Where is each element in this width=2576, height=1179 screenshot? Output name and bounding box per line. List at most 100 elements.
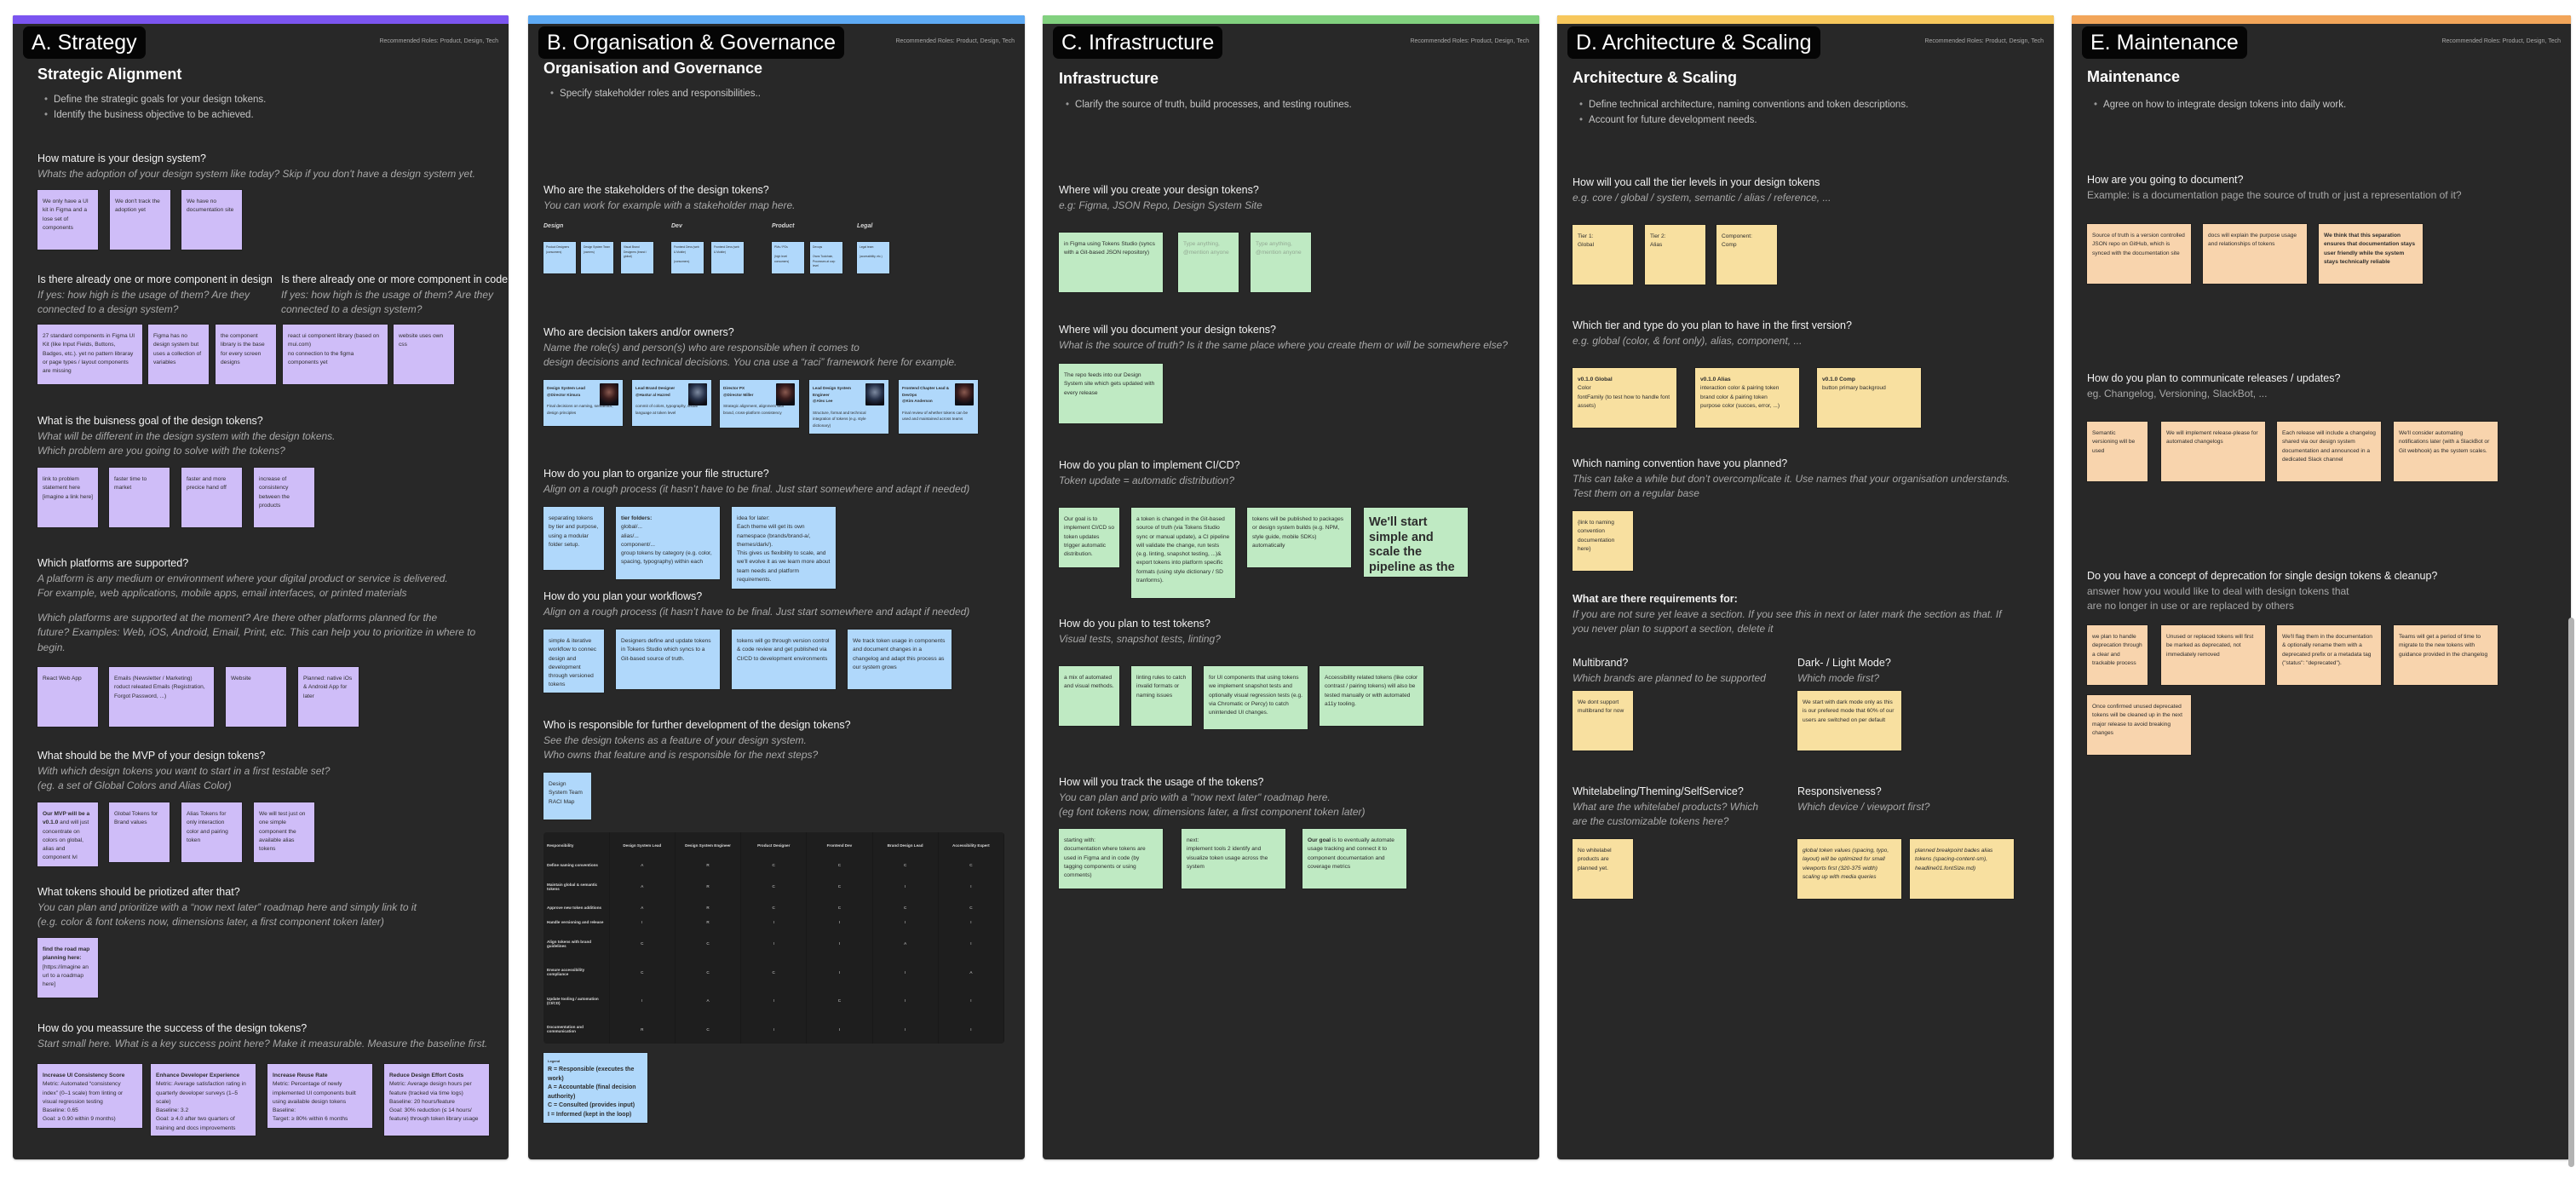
sticky-note[interactable]: We have no documentation site bbox=[181, 190, 242, 250]
sticky-note[interactable]: website uses own css bbox=[394, 325, 454, 384]
sticky-note[interactable]: Accessibility related tokens (like color… bbox=[1320, 666, 1423, 726]
sticky-note[interactable]: Global Tokens for Brand values bbox=[109, 802, 170, 862]
sticky-note[interactable]: a token is changed in the Git-based sour… bbox=[1131, 508, 1235, 598]
sticky-note[interactable]: Our MVP will be a v0.1.0 and will just c… bbox=[37, 802, 98, 866]
sticky-note[interactable]: Reduce Design Effort Costs Metric: Avera… bbox=[384, 1064, 489, 1136]
sticky-note[interactable]: the component library is the base for ev… bbox=[216, 325, 276, 384]
sticky-note[interactable]: Frontend Devs (web & Mobile) bbox=[711, 242, 744, 273]
sticky-note[interactable]: Alias Tokens for only interaction color … bbox=[181, 802, 242, 862]
question-title: Dark- / Light Mode? bbox=[1797, 657, 1891, 669]
sticky-note[interactable]: PMs / POs (high level consumers) bbox=[772, 242, 804, 273]
sticky-note[interactable]: tier folders: global/... alias/... compo… bbox=[616, 507, 720, 579]
sticky-note[interactable]: Legal team (accessibility, etc.) bbox=[857, 242, 889, 273]
sticky-note[interactable]: Planned: native iOs & Android App for la… bbox=[298, 667, 359, 727]
sticky-note[interactable]: We only have a UI kit in Figma and a los… bbox=[37, 190, 98, 250]
sticky-note[interactable]: linting rules to catch invalid formats o… bbox=[1131, 666, 1192, 726]
sticky-note[interactable]: docs will explain the purpose usage and … bbox=[2203, 224, 2307, 284]
sticky-note[interactable]: Increase Reuse Rate Metric: Percentage o… bbox=[267, 1064, 372, 1128]
sticky-note[interactable]: link to problem statement here [imagine … bbox=[37, 468, 98, 527]
question-title: How will you track the usage of the toke… bbox=[1059, 776, 1264, 788]
sticky-note[interactable]: 27 standard components in Figma UI Kit (… bbox=[37, 325, 142, 384]
sticky-note[interactable]: We start with dark mode only as this is … bbox=[1797, 691, 1901, 751]
sticky-note[interactable]: {link to naming convention documentation… bbox=[1573, 511, 1633, 571]
sticky-note[interactable]: Product Designers (consumers) bbox=[543, 242, 576, 273]
sticky-note[interactable]: Source of truth is a version controlled … bbox=[2087, 224, 2191, 284]
sticky-note[interactable]: No whitelabel products are planned yet. bbox=[1573, 839, 1633, 899]
raci-cell: C bbox=[740, 871, 808, 901]
sticky-note[interactable]: Type anything, @mention anyone bbox=[1251, 233, 1311, 292]
sticky-note[interactable]: Each release will include a changelog sh… bbox=[2277, 422, 2381, 481]
sticky-note[interactable]: Type anything, @mention anyone bbox=[1178, 233, 1239, 292]
sticky-note[interactable]: Designers define and update tokens in To… bbox=[616, 630, 720, 689]
sticky-note[interactable]: We will test just on one simple componen… bbox=[254, 802, 314, 862]
question-hint: This can take a while but don’t overcomp… bbox=[1573, 472, 2010, 485]
question-hint: are no longer in use or are replaced by … bbox=[2087, 600, 2294, 612]
sticky-note[interactable]: We'll flag them in the documentation & o… bbox=[2277, 625, 2381, 685]
sticky-note[interactable]: Enhance Developer Experience Metric: Ave… bbox=[151, 1064, 256, 1136]
sticky-note[interactable]: Once confirmed unused deprecated tokens … bbox=[2087, 695, 2191, 755]
question-title: Who is responsible for further developme… bbox=[543, 719, 851, 731]
sticky-note[interactable]: Unused or replaced tokens will first be … bbox=[2161, 625, 2265, 685]
sticky-note[interactable]: We don't track the adoption yet bbox=[110, 190, 170, 250]
sticky-note[interactable]: faster and more precice hand off bbox=[181, 468, 242, 527]
sticky-note[interactable]: increase of consistency between the prod… bbox=[254, 468, 314, 527]
sticky-note[interactable]: planned breakpoint bades alias tokens (s… bbox=[1910, 839, 2014, 899]
sticky-note[interactable]: tokens will be published to packages or … bbox=[1247, 508, 1351, 567]
sticky-note[interactable]: we plan to handle deprecation through a … bbox=[2087, 625, 2148, 685]
vertical-scrollbar[interactable] bbox=[2568, 618, 2574, 1167]
sticky-note[interactable]: in Figma using Tokens Studio (syncs with… bbox=[1059, 233, 1163, 292]
sticky-note[interactable]: v0.1.0 Global Color fontFamily (to test … bbox=[1573, 368, 1676, 428]
question-hint: You can plan and prioritize with a “now … bbox=[37, 900, 417, 913]
sticky-note[interactable]: Website bbox=[226, 667, 286, 727]
sticky-note[interactable]: We dont support multibrand for now bbox=[1573, 691, 1633, 751]
sticky-note[interactable]: We'll start simple and scale the pipelin… bbox=[1364, 508, 1468, 577]
sticky-note[interactable]: Semantic versioning will be used bbox=[2087, 422, 2148, 481]
sticky-note[interactable]: Figma has no design system but uses a co… bbox=[148, 325, 209, 384]
sticky-note[interactable]: Design System Team (owners) bbox=[581, 242, 613, 273]
sticky-note[interactable]: for UI components that using tokens we i… bbox=[1204, 666, 1308, 729]
sticky-note[interactable]: v0.1.0 Comp button primary backgroud bbox=[1817, 368, 1921, 428]
sticky-note[interactable]: Design System Team RACI Map bbox=[543, 773, 591, 820]
sticky-note[interactable]: The repo feeds into our Design System si… bbox=[1059, 364, 1163, 423]
sticky-note[interactable]: Component: Comp bbox=[1716, 225, 1777, 285]
sticky-note[interactable]: Our goal is to eventually automate usage… bbox=[1302, 829, 1406, 889]
raci-cell: R bbox=[675, 915, 742, 929]
owner-description: Final decisions on naming, semantics, de… bbox=[547, 404, 613, 415]
sticky-note[interactable]: React Web App bbox=[37, 667, 98, 727]
sticky-note[interactable]: next: implement tools 2 identify and vis… bbox=[1182, 829, 1285, 889]
sticky-note[interactable]: separating tokens by tier and purpose, u… bbox=[543, 507, 604, 570]
sticky-note[interactable]: We think that this separation ensures th… bbox=[2319, 224, 2423, 284]
raci-cell: C bbox=[675, 1015, 742, 1044]
sticky-note[interactable]: Teams will get a period of time to migra… bbox=[2394, 625, 2498, 685]
sticky-note[interactable]: Devops Owns Toolchain, Processes at corp… bbox=[810, 242, 842, 273]
sticky-note[interactable]: Frontend Devs (web & Mobile) (consumers) bbox=[671, 242, 704, 273]
sticky-note[interactable]: global token values (spacing, typo, layo… bbox=[1797, 839, 1901, 899]
sticky-note[interactable]: Increase UI Consistency Score Metric: Au… bbox=[37, 1064, 142, 1128]
sticky-note[interactable]: We track token usage in components and d… bbox=[848, 630, 952, 689]
sticky-note[interactable]: react ui component library (based on mui… bbox=[283, 325, 388, 384]
sticky-note[interactable]: Emails (Newsletter / Marketing) roduct r… bbox=[109, 667, 214, 727]
sticky-note[interactable]: Tier 1: Global bbox=[1573, 225, 1633, 285]
sticky-note[interactable]: faster time to market bbox=[109, 468, 170, 527]
sticky-note[interactable]: idea for later: Each theme will get its … bbox=[732, 507, 836, 589]
sticky-note[interactable]: We'll consider automating notifications … bbox=[2394, 422, 2498, 481]
sticky-note[interactable]: Visual Brand Designers (brand / global) bbox=[621, 242, 653, 273]
sticky-note[interactable]: tokens will go through version control &… bbox=[732, 630, 836, 689]
sticky-note[interactable]: simple & iterative workflow to connec de… bbox=[543, 630, 604, 693]
sticky-text: We track token usage in components and d… bbox=[853, 638, 946, 670]
sticky-note[interactable]: Our goal is to implement CI/CD so token … bbox=[1059, 508, 1119, 567]
sticky-note[interactable]: v0.1.0 Alias interaction color & pairing… bbox=[1695, 368, 1799, 428]
sticky-note[interactable]: We will implement release-please for aut… bbox=[2161, 422, 2265, 481]
sticky-note[interactable]: a mix of automated and visual methods. bbox=[1059, 666, 1119, 726]
sticky-note[interactable]: Tier 2: Alias bbox=[1645, 225, 1705, 285]
decision-owner-card[interactable]: Frontend Chapter Lead & DevOps@Kim Ander… bbox=[899, 380, 978, 434]
sticky-note[interactable]: find the road map planning here: [https:… bbox=[37, 938, 98, 998]
sticky-note[interactable]: starting with: documentation where token… bbox=[1059, 829, 1163, 889]
